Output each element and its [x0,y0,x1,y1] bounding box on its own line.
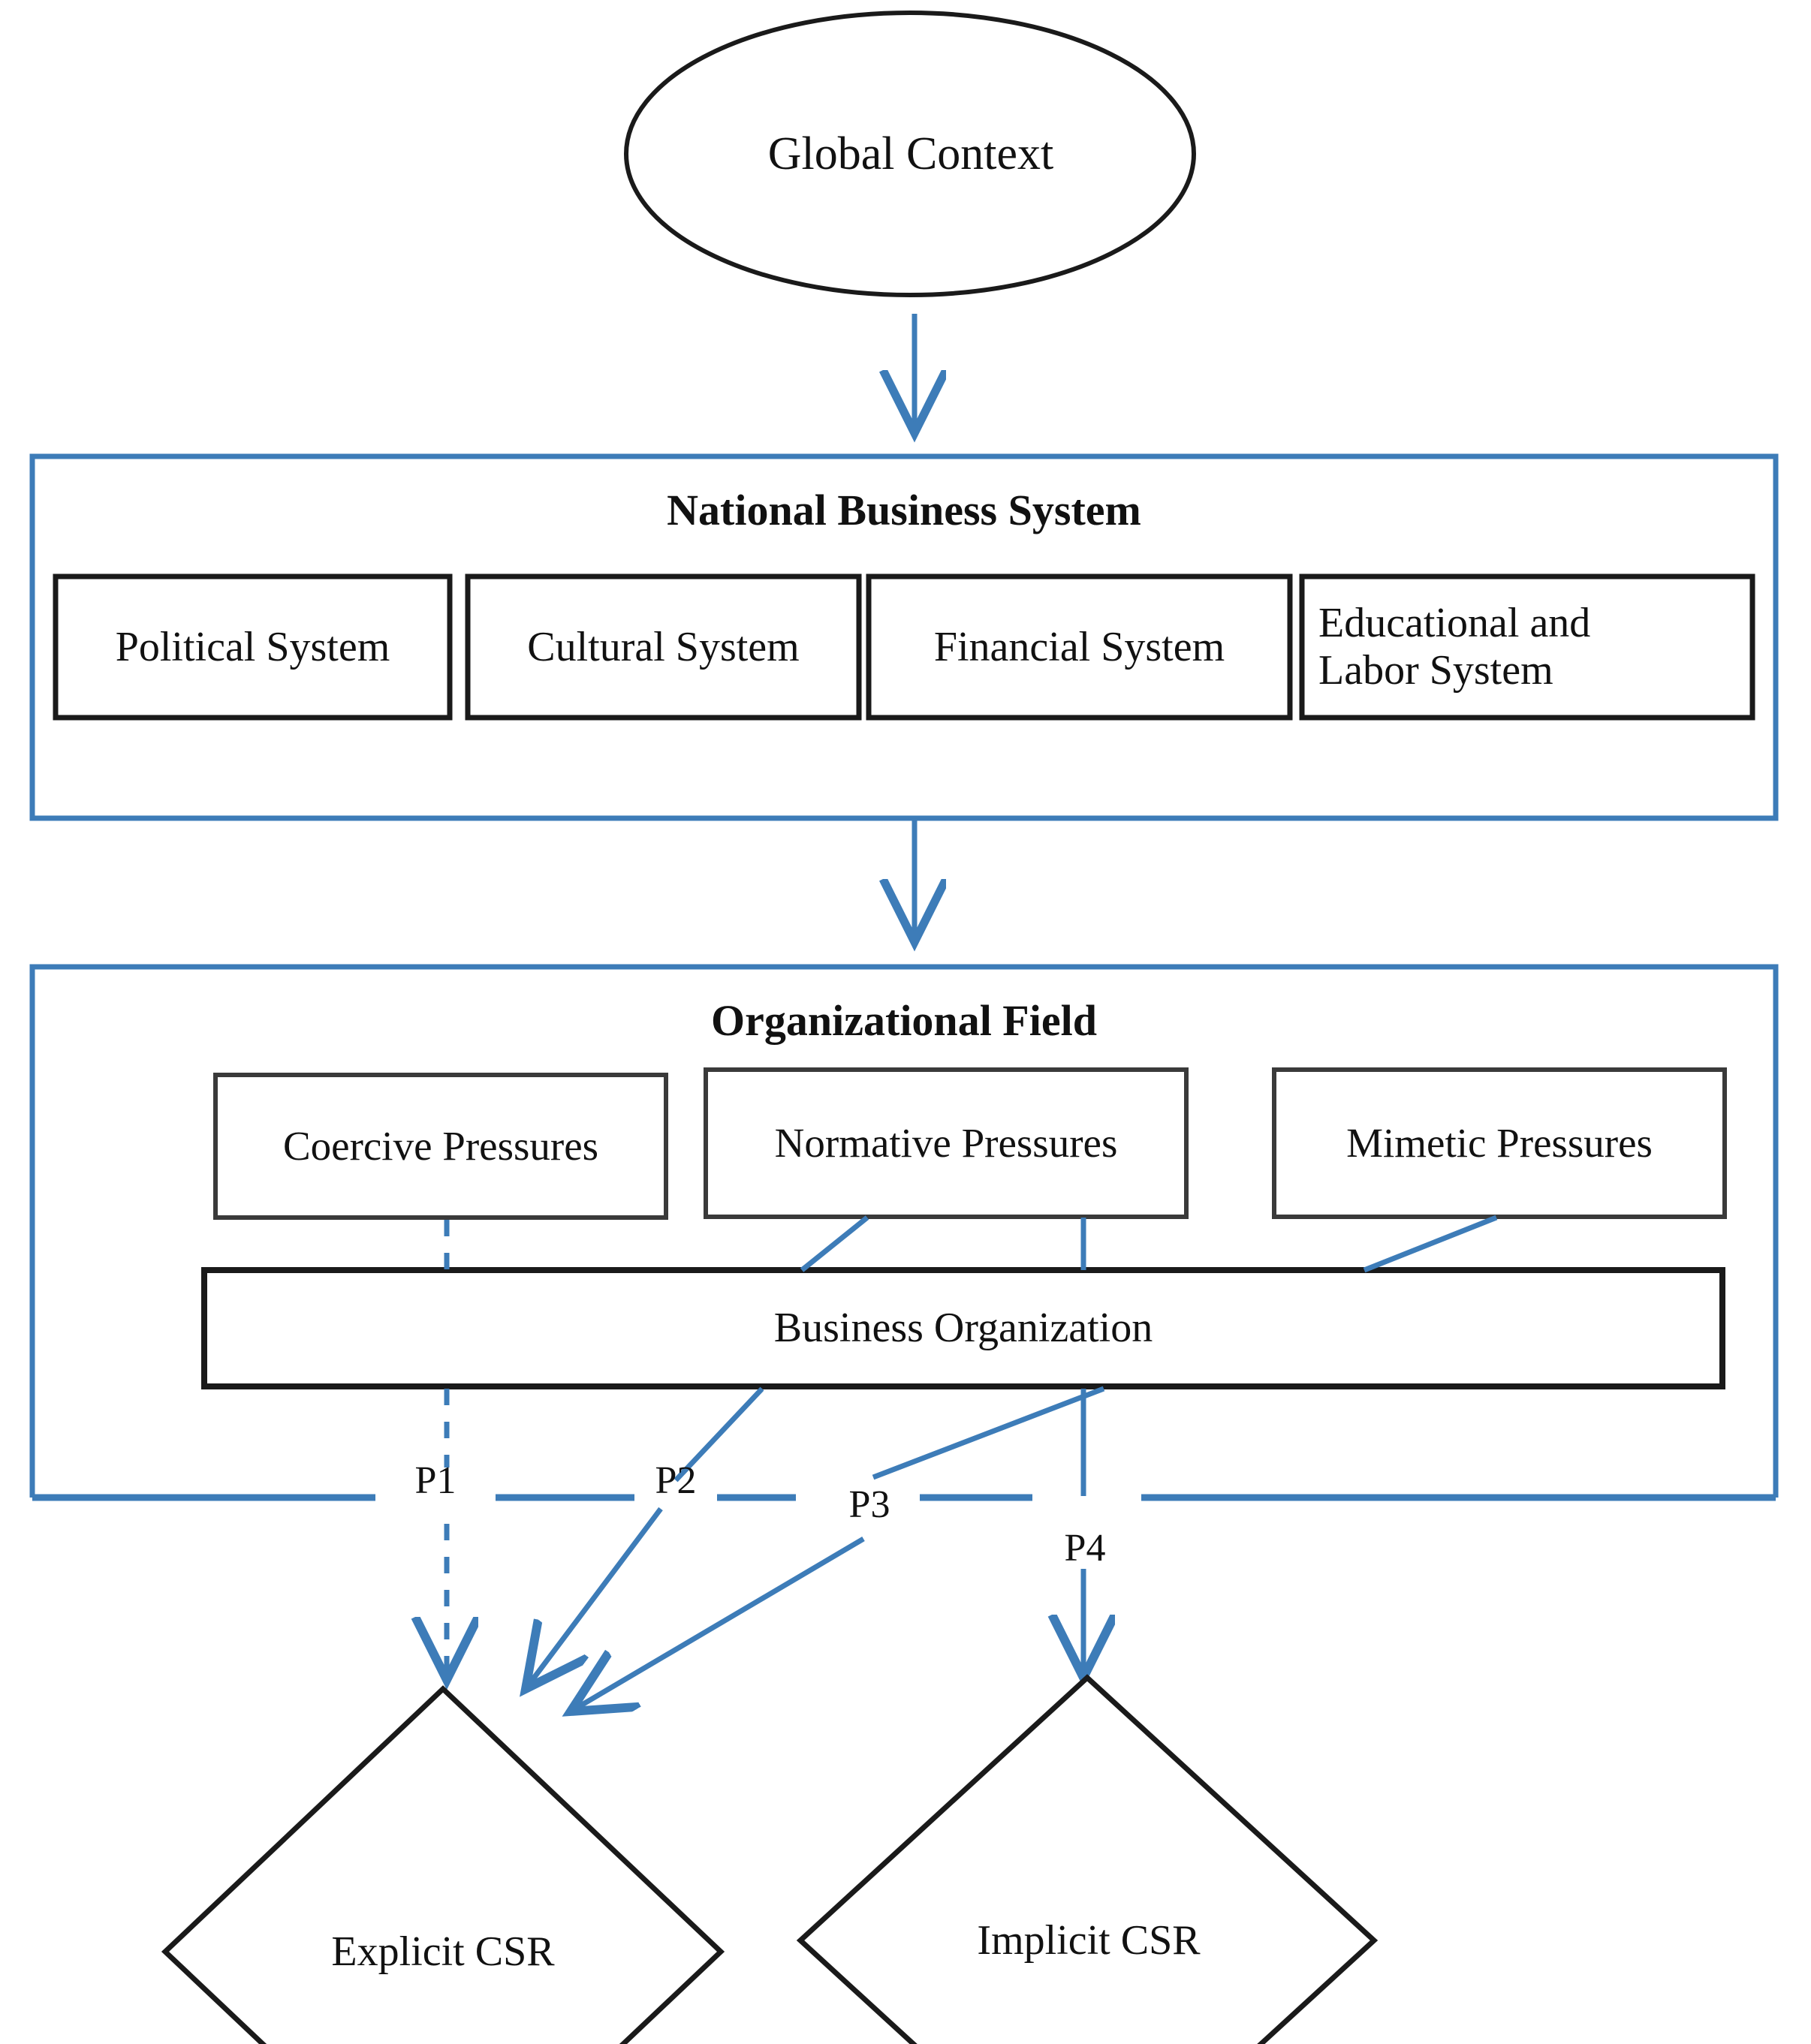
subsystem-box-educational-labor [1299,573,1755,721]
outcome-diamond-explicit-csr [161,1685,725,2044]
connector-p2-upper [800,1215,869,1272]
subsystem-box-financial [866,573,1293,721]
connector-p2-to-explicit-csr [526,1507,663,1689]
outcome-diamond-implicit-csr [796,1674,1379,2044]
business-organization-box [201,1267,1725,1389]
pressure-box-coercive [213,1073,668,1220]
subsystem-box-political [53,573,453,721]
global-context-ellipse [624,11,1196,297]
pressure-box-normative [704,1067,1189,1219]
connector-p3-upper [1363,1215,1498,1273]
connector-p2-mid [673,1386,764,1483]
organizational-field-box [29,964,1779,1498]
connector-p3-to-explicit-csr [571,1536,865,1711]
subsystem-box-cultural [465,573,862,721]
connector-p3-mid [872,1386,1105,1480]
pressure-box-mimetic [1272,1067,1727,1219]
